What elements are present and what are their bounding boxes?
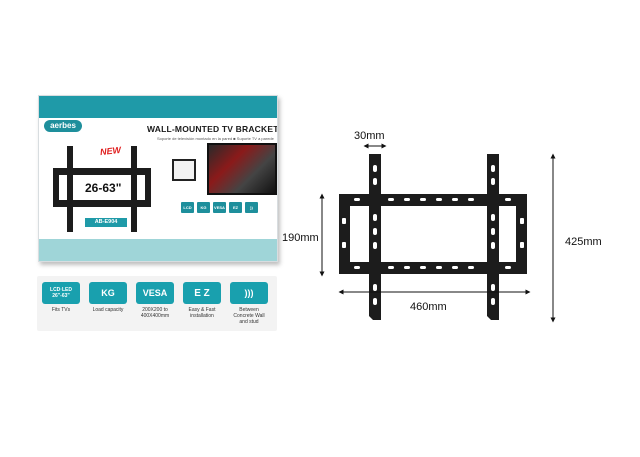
box-feature-wall-icon: )) xyxy=(245,202,258,213)
box-headline: WALL-MOUNTED TV BRACKET xyxy=(147,124,278,134)
box-feature-lcd-icon: LCD xyxy=(181,202,194,213)
feature-caption: Easy & Fast installation xyxy=(188,307,216,319)
feature-caption: Between Concrete Wall and stud xyxy=(233,307,265,325)
box-bottom-band xyxy=(39,239,277,261)
feature-load-capacity: KG Load capacity xyxy=(88,282,128,313)
feature-easy-install: E Z Easy & Fast installation xyxy=(182,282,222,319)
tv-size-icon: LCD·LED 26"-63" xyxy=(42,282,80,304)
feature-strip: LCD·LED 26"-63" Fits TVs KG Load capacit… xyxy=(37,276,277,331)
model-number: AB-E904 xyxy=(85,218,127,227)
ez-icon: E Z xyxy=(183,282,221,304)
feature-caption: 200X200 to 400X400mm xyxy=(140,307,170,319)
arm-width-label: 30mm xyxy=(354,130,385,142)
frame-height-label: 190mm xyxy=(282,232,319,244)
box-feature-row: LCD KG VESA EZ )) xyxy=(181,202,258,213)
mini-mount-icon xyxy=(172,159,196,181)
feature-caption: Fits TVs xyxy=(51,307,71,313)
box-feature-ez-icon: EZ xyxy=(229,202,242,213)
brand-logo: aerbes xyxy=(44,120,82,132)
feature-fits-tvs: LCD·LED 26"-63" Fits TVs xyxy=(41,282,81,313)
box-bracket-illustration xyxy=(53,146,151,232)
box-feature-vesa-icon: VESA xyxy=(213,202,226,213)
vesa-icon: VESA xyxy=(136,282,174,304)
box-subline: Soporte de televisión montado en la pare… xyxy=(157,136,274,141)
tv-size-range: 26-63" xyxy=(85,181,122,195)
weight-icon: KG xyxy=(89,282,127,304)
tv-photo xyxy=(207,143,277,195)
box-feature-kg-icon: KG xyxy=(197,202,210,213)
feature-wall-type: ))) Between Concrete Wall and stud xyxy=(229,282,269,325)
total-height-label: 425mm xyxy=(565,236,602,248)
feature-caption: Load capacity xyxy=(92,307,124,313)
product-packaging-panel: aerbes WALL-MOUNTED TV BRACKET Soporte d… xyxy=(0,0,285,457)
wall-icon: ))) xyxy=(230,282,268,304)
product-box: aerbes WALL-MOUNTED TV BRACKET Soporte d… xyxy=(38,95,278,262)
total-width-label: 460mm xyxy=(410,301,447,313)
box-top-band xyxy=(39,96,277,118)
wall-bracket xyxy=(339,154,527,320)
bracket-holes xyxy=(342,165,524,305)
feature-vesa: VESA 200X200 to 400X400mm xyxy=(135,282,175,319)
